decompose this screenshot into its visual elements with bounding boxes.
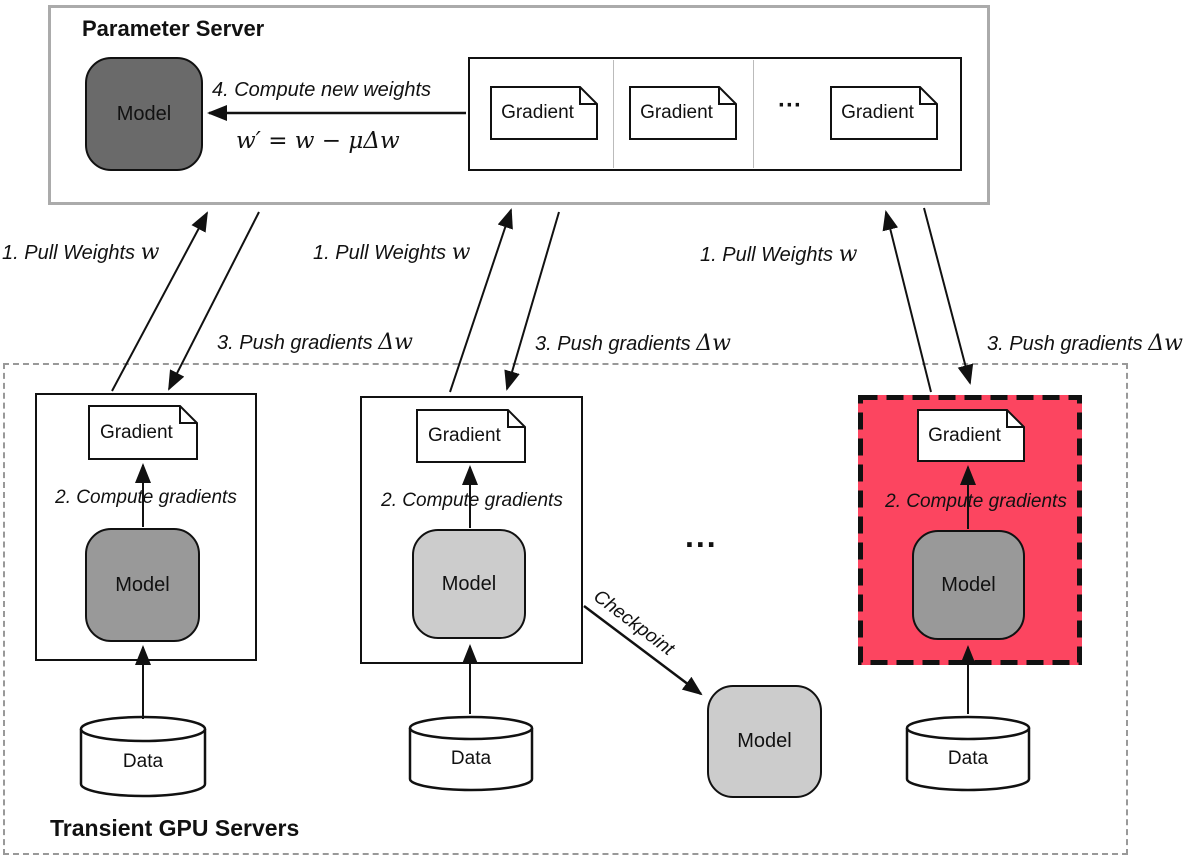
queue-ellipsis: ··· xyxy=(778,92,802,119)
math-w: w xyxy=(140,240,160,265)
math-w: w xyxy=(838,242,858,267)
weight-update-formula: w′ = w − μΔw xyxy=(236,128,400,154)
data-label: Data xyxy=(122,751,164,773)
worker-3-model-node: Model xyxy=(912,530,1025,640)
workers-ellipsis: ... xyxy=(685,518,718,554)
pull-weights-label: 1. Pull Weights w xyxy=(313,240,471,265)
gradient-document-icon: Gradient xyxy=(88,405,198,460)
data-cylinder-icon: Data xyxy=(905,715,1031,793)
gradient-label: Gradient xyxy=(501,102,574,123)
math-delta-w: Δw xyxy=(378,330,413,355)
data-label: Data xyxy=(947,748,989,770)
gradient-label: Gradient xyxy=(841,102,914,123)
worker-1-model-node: Model xyxy=(85,528,200,642)
data-cylinder-icon: Data xyxy=(408,715,534,793)
model-label: Model xyxy=(441,572,497,595)
model-label: Model xyxy=(737,730,792,752)
server-model-node: Model xyxy=(85,57,203,171)
pull-weights-label: 1. Pull Weights w xyxy=(700,242,858,267)
push-gradients-label: 3. Push gradients Δw xyxy=(987,331,1183,356)
compute-gradients-label: 2. Compute gradients xyxy=(381,490,563,511)
model-label: Model xyxy=(941,573,996,596)
checkpoint-model-node: Model xyxy=(707,685,822,798)
compute-gradients-label: 2. Compute gradients xyxy=(885,491,1067,512)
math-delta-w: Δw xyxy=(1148,331,1183,356)
gradient-label: Gradient xyxy=(99,421,173,443)
transient-gpu-servers-title: Transient GPU Servers xyxy=(50,815,300,841)
push-gradients-label: 3. Push gradients Δw xyxy=(535,331,731,356)
gradient-document-icon: Gradient xyxy=(830,86,938,140)
compute-gradients-label: 2. Compute gradients xyxy=(55,487,237,508)
math-delta-w: Δw xyxy=(696,331,731,356)
transient-gpu-servers-box xyxy=(3,363,1128,855)
worker-2-model-node: Model xyxy=(412,529,526,639)
gradient-label: Gradient xyxy=(640,102,713,123)
gradient-document-icon: Gradient xyxy=(917,409,1025,462)
gradient-document-icon: Gradient xyxy=(629,86,737,140)
math-w: w xyxy=(451,240,471,265)
gradient-document-icon: Gradient xyxy=(416,409,526,463)
queue-divider xyxy=(753,60,754,168)
pull-weights-label: 1. Pull Weights w xyxy=(2,240,160,265)
push-gradients-label: 3. Push gradients Δw xyxy=(217,330,413,355)
data-label: Data xyxy=(450,748,492,770)
gradient-label: Gradient xyxy=(928,424,1001,446)
parameter-server-title: Parameter Server xyxy=(82,16,265,41)
gradient-label: Gradient xyxy=(427,425,501,446)
data-cylinder-icon: Data xyxy=(79,715,207,798)
server-model-label: Model xyxy=(116,102,172,125)
queue-divider xyxy=(613,60,614,168)
model-label: Model xyxy=(115,573,170,596)
compute-new-weights-label: 4. Compute new weights xyxy=(212,79,432,101)
gradient-document-icon: Gradient xyxy=(490,86,598,140)
